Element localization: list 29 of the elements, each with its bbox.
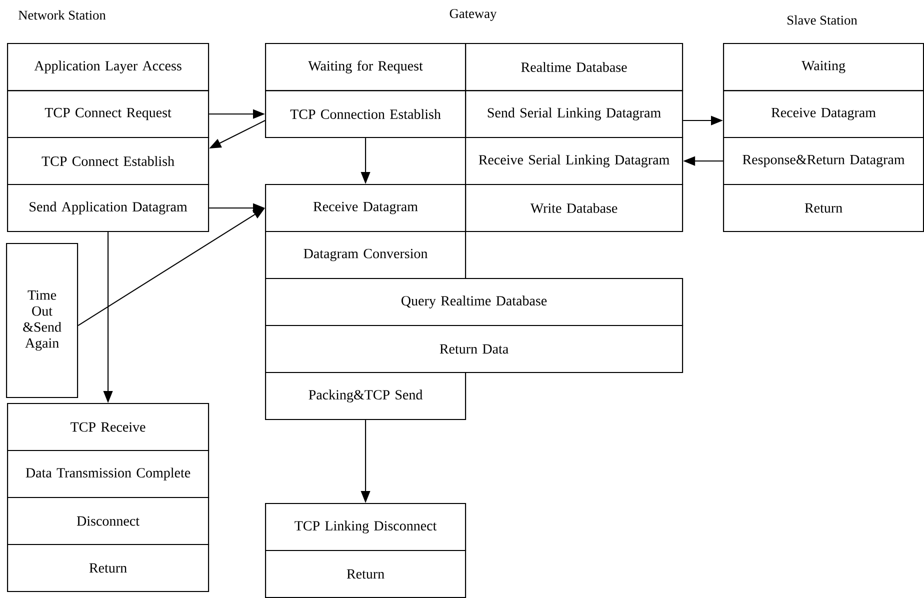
step-box: Realtime Database [465, 43, 684, 92]
step-box: TCP Connect Establish [7, 137, 210, 186]
step-box: Send Application Datagram [7, 184, 210, 232]
step-box: Response&Return Datagram [723, 137, 924, 186]
step-box: Send Serial Linking Datagram [465, 90, 684, 138]
column-heading: Slave Station [788, 15, 858, 25]
step-box: Disconnect [7, 497, 210, 546]
step-box: Return [7, 544, 210, 592]
step-box: Waiting for Request [265, 43, 466, 92]
column-heading: Gateway [450, 9, 497, 21]
step-box: TCP Receive [7, 403, 210, 452]
timeout-box: Time Out &Send Again [6, 243, 78, 398]
step-box: TCP Connection Establish [265, 90, 466, 138]
step-box: Receive Datagram [723, 90, 924, 138]
column-heading: Network Station [18, 10, 106, 20]
step-box: Data Transmission Complete [7, 450, 210, 498]
step-box: TCP Linking Disconnect [265, 503, 466, 552]
step-box: Return [723, 184, 924, 232]
step-box: Return Data [265, 325, 684, 374]
step-box: Receive Serial Linking Datagram [465, 137, 684, 186]
step-box: Packing&TCP Send [265, 372, 466, 420]
step-box: Datagram Conversion [265, 231, 466, 280]
step-box: Waiting [723, 43, 924, 92]
step-box: Return [265, 550, 466, 598]
step-box: Write Database [465, 184, 684, 232]
step-box: Query Realtime Database [265, 278, 684, 326]
step-box: Receive Datagram [265, 184, 466, 232]
step-box: TCP Connect Request [7, 90, 210, 138]
step-box: Application Layer Access [7, 43, 210, 92]
